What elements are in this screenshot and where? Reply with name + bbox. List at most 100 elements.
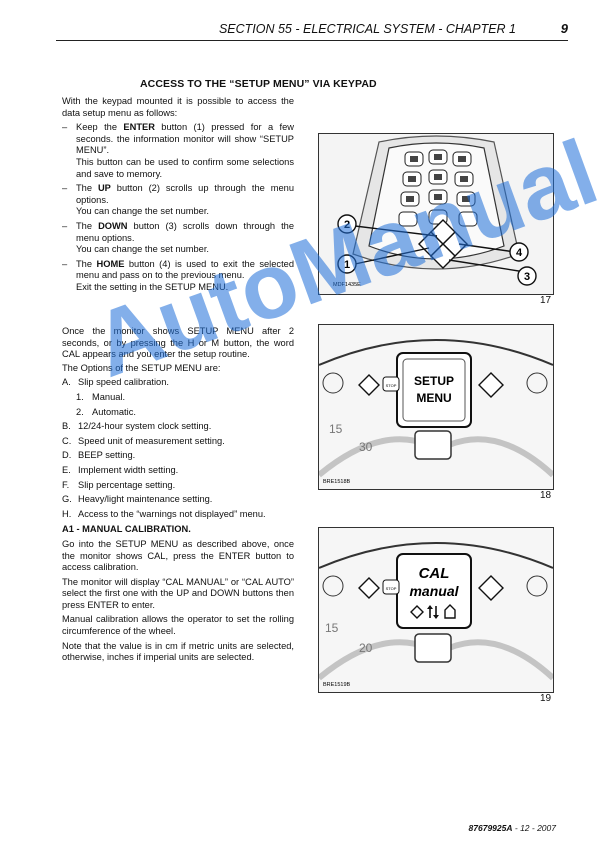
option-letter: F.: [62, 479, 70, 490]
step-key: UP: [97, 183, 111, 194]
step-text: The UP button (2) scrolls up through the…: [76, 183, 294, 218]
page-title: ACCESS TO THE “SETUP MENU” VIA KEYPAD: [140, 78, 377, 90]
a1-paragraph: Manual calibration allows the operator t…: [62, 614, 294, 637]
step-pre: Keep the: [76, 122, 124, 133]
section-title: SECTION 55 - ELECTRICAL SYSTEM - CHAPTER…: [218, 22, 516, 36]
step-key: ENTER: [123, 122, 155, 133]
screen-line-2: MENU: [416, 391, 451, 405]
screen-line-1: CAL: [419, 565, 450, 582]
option-letter: B.: [62, 421, 71, 432]
page-footer: 87679925A - 12 - 2007: [469, 823, 556, 833]
callout-4: 4: [516, 247, 523, 259]
option-letter: H.: [62, 508, 72, 519]
step-text: The DOWN button (3) scrolls down through…: [76, 221, 294, 256]
step-key: HOME: [96, 258, 125, 269]
step-extra: This button can be used to confirm some …: [76, 156, 294, 179]
option-text: 12/24-hour system clock setting.: [78, 421, 212, 432]
sub-option-text: Automatic.: [92, 406, 136, 417]
page-header: SECTION 55 - ELECTRICAL SYSTEM - CHAPTER…: [56, 21, 568, 41]
option-letter: A.: [62, 377, 71, 388]
keypad-illustration: 1 2 3 4 MDF1435E: [319, 134, 553, 294]
step-post: button (3) scrolls down through the menu…: [76, 220, 295, 243]
callout-2: 2: [344, 219, 350, 231]
option-item: G. Heavy/light maintenance setting.: [62, 494, 294, 506]
intro-paragraph: With the keypad mounted it is possible t…: [62, 96, 294, 118]
cal-display-illustration: CAL manual STOP 15 20 BRE1519B: [319, 528, 553, 692]
step-pre: The: [76, 183, 98, 194]
document-code: 87679925A: [468, 823, 513, 833]
option-text: Implement width setting.: [78, 464, 179, 475]
sub-option-item: 2. Automatic.: [76, 407, 294, 419]
sub-option-number: 1.: [76, 391, 84, 402]
option-letter: E.: [62, 464, 71, 475]
step-item: –The DOWN button (3) scrolls down throug…: [62, 221, 294, 256]
screen-line-1: SETUP: [414, 374, 454, 388]
option-text: BEEP setting.: [78, 450, 136, 461]
step-extra: You can change the set number.: [76, 206, 210, 217]
option-text: Access to the “warnings not displayed” m…: [78, 508, 266, 519]
dial-number-a: 15: [325, 621, 339, 635]
step-key: DOWN: [98, 220, 128, 231]
dial-number-a: 15: [329, 422, 343, 436]
dash-marker: –: [62, 258, 68, 269]
figure-number: 18: [540, 490, 552, 501]
option-item: A. Slip speed calibration.: [62, 377, 294, 389]
step-item: –The HOME button (4) is used to exit the…: [62, 259, 294, 294]
option-text: Slip speed calibration.: [78, 377, 169, 388]
option-text: Heavy/light maintenance setting.: [78, 494, 213, 505]
callout-3: 3: [524, 271, 530, 283]
dial-number-b: 20: [359, 641, 373, 655]
step-post: button (4) is used to exit the selected …: [76, 258, 294, 281]
option-letter: D.: [62, 450, 72, 461]
a1-paragraph: Go into the SETUP MENU as described abov…: [62, 538, 294, 573]
figure-number: 17: [540, 295, 552, 306]
screen-key-icons: [410, 604, 456, 619]
dash-marker: –: [62, 220, 68, 231]
screen-line-2: manual: [409, 583, 459, 599]
option-item: B. 12/24-hour system clock setting.: [62, 421, 294, 433]
page-number: 9: [560, 21, 568, 36]
a1-paragraph: The monitor will display “CAL MANUAL” or…: [62, 576, 294, 610]
step-text: Keep the ENTER button (1) pressed for a …: [76, 122, 294, 180]
intro-column: With the keypad mounted it is possible t…: [62, 96, 294, 294]
setup-display-illustration: SETUP MENU STOP 15 30 BRE1518B: [319, 325, 553, 489]
sub-option-text: Manual.: [92, 391, 126, 402]
step-extra: Exit the setting in the SETUP MENU.: [76, 281, 229, 292]
options-intro: The Options of the SETUP MENU are:: [62, 362, 221, 373]
option-item: E. Implement width setting.: [62, 465, 294, 477]
option-item: D. BEEP setting.: [62, 450, 294, 462]
a1-paragraph: Note that the value is in cm if metric u…: [62, 640, 294, 663]
step-item: –Keep the ENTER button (1) pressed for a…: [62, 122, 294, 180]
figure-setup-display: SETUP MENU STOP 15 30 BRE1518B: [318, 324, 554, 490]
step-post: button (1) pressed for a few seconds. th…: [76, 122, 294, 156]
figure-keypad: 1 2 3 4 MDF1435E: [318, 133, 554, 295]
step-post: button (2) scrolls up through the menu o…: [76, 183, 294, 205]
step-pre: The: [76, 258, 97, 269]
callout-1: 1: [344, 259, 350, 271]
dash-marker: –: [62, 122, 68, 133]
step-pre: The: [76, 220, 99, 231]
figure-code: MDF1435E: [333, 282, 361, 288]
figure-cal-display: CAL manual STOP 15 20 BRE1519B: [318, 527, 554, 693]
sub-option-item: 1. Manual.: [76, 392, 294, 404]
step-item: –The UP button (2) scrolls up through th…: [62, 183, 294, 218]
stop-button-label: STOP: [386, 383, 397, 388]
figure-code: BRE1519B: [323, 682, 351, 688]
option-letter: G.: [62, 494, 72, 505]
option-item: C. Speed unit of measurement setting.: [62, 436, 294, 448]
sub-option-number: 2.: [76, 406, 84, 417]
option-letter: C.: [62, 435, 72, 446]
a1-heading: A1 - MANUAL CALIBRATION.: [62, 524, 191, 535]
figure-number: 19: [540, 693, 552, 704]
option-text: Speed unit of measurement setting.: [78, 435, 225, 446]
dial-number-b: 30: [359, 440, 373, 454]
dash-marker: –: [62, 183, 68, 194]
step-text: The HOME button (4) is used to exit the …: [76, 259, 294, 294]
para-monitor: Once the monitor shows SETUP MENU after …: [62, 326, 294, 360]
step-extra: You can change the set number.: [76, 244, 210, 255]
option-item: F. Slip percentage setting.: [62, 480, 294, 492]
document-date: - 12 - 2007: [512, 823, 556, 833]
figure-code: BRE1518B: [323, 479, 351, 485]
option-text: Slip percentage setting.: [78, 479, 176, 490]
option-item: H. Access to the “warnings not displayed”…: [62, 509, 294, 521]
